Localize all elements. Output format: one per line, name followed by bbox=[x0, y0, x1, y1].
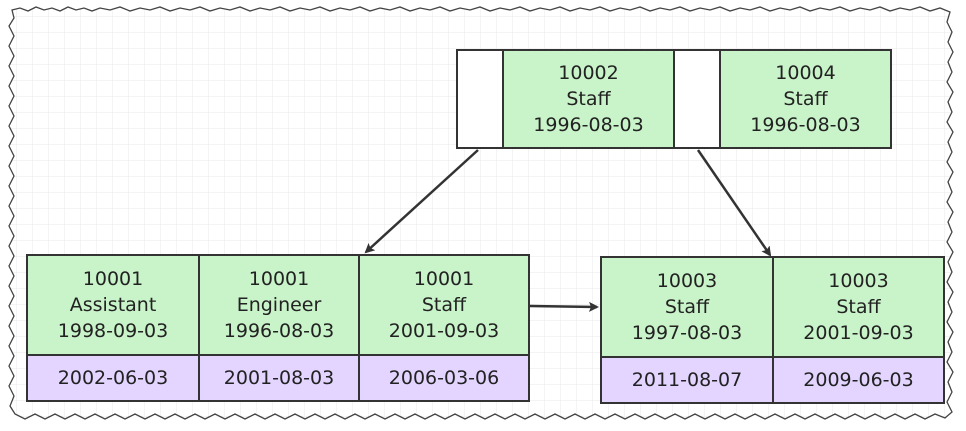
key-id: 10001 bbox=[82, 268, 144, 290]
key-title: Staff bbox=[783, 88, 828, 110]
leaf-link-arrow bbox=[529, 301, 599, 312]
root-key-cell: 10004 Staff 1996-08-03 bbox=[719, 49, 892, 149]
root-key-cell: 10002 Staff 1996-08-03 bbox=[502, 49, 675, 149]
key-title: Assistant bbox=[69, 294, 157, 316]
root-pointer-slot bbox=[456, 49, 504, 149]
leaf-key-cell: 10003 Staff 1997-08-03 bbox=[600, 256, 774, 358]
key-title: Engineer bbox=[236, 294, 322, 316]
key-date: 2001-09-03 bbox=[388, 320, 500, 342]
leaf-value-cell: 2006-03-06 bbox=[358, 354, 530, 402]
leaf-value-cell: 2011-08-07 bbox=[600, 356, 774, 404]
key-date: 1996-08-03 bbox=[750, 114, 861, 136]
leaf-key-cell: 10001 Engineer 1996-08-03 bbox=[198, 254, 360, 356]
key-date: 1997-08-03 bbox=[631, 322, 743, 344]
leaf-value-cell: 2001-08-03 bbox=[198, 354, 360, 402]
leaf-key-cell: 10003 Staff 2001-09-03 bbox=[772, 256, 945, 358]
key-id: 10001 bbox=[413, 268, 475, 290]
key-id: 10003 bbox=[828, 270, 889, 292]
leaf-value-cell: 2009-06-03 bbox=[772, 356, 945, 404]
leaf-key-cell: 10001 Assistant 1998-09-03 bbox=[26, 254, 200, 356]
key-title: Staff bbox=[421, 294, 467, 316]
key-title: Staff bbox=[664, 296, 710, 318]
leaf-key-cell: 10001 Staff 2001-09-03 bbox=[358, 254, 530, 356]
key-id: 10004 bbox=[775, 62, 836, 84]
key-title: Staff bbox=[836, 296, 881, 318]
key-date: 1996-08-03 bbox=[533, 114, 644, 136]
root-pointer-slot bbox=[673, 49, 721, 149]
pointer-arrow-left-child bbox=[364, 149, 479, 254]
key-date: 1998-09-03 bbox=[57, 320, 169, 342]
key-title: Staff bbox=[566, 88, 611, 110]
leaf-value-cell: 2002-06-03 bbox=[26, 354, 200, 402]
pointer-arrow-right-child bbox=[696, 149, 772, 257]
key-date: 1996-08-03 bbox=[223, 320, 335, 342]
key-date: 2001-09-03 bbox=[803, 322, 914, 344]
key-id: 10002 bbox=[558, 62, 619, 84]
key-id: 10003 bbox=[656, 270, 718, 292]
key-id: 10001 bbox=[248, 268, 310, 290]
